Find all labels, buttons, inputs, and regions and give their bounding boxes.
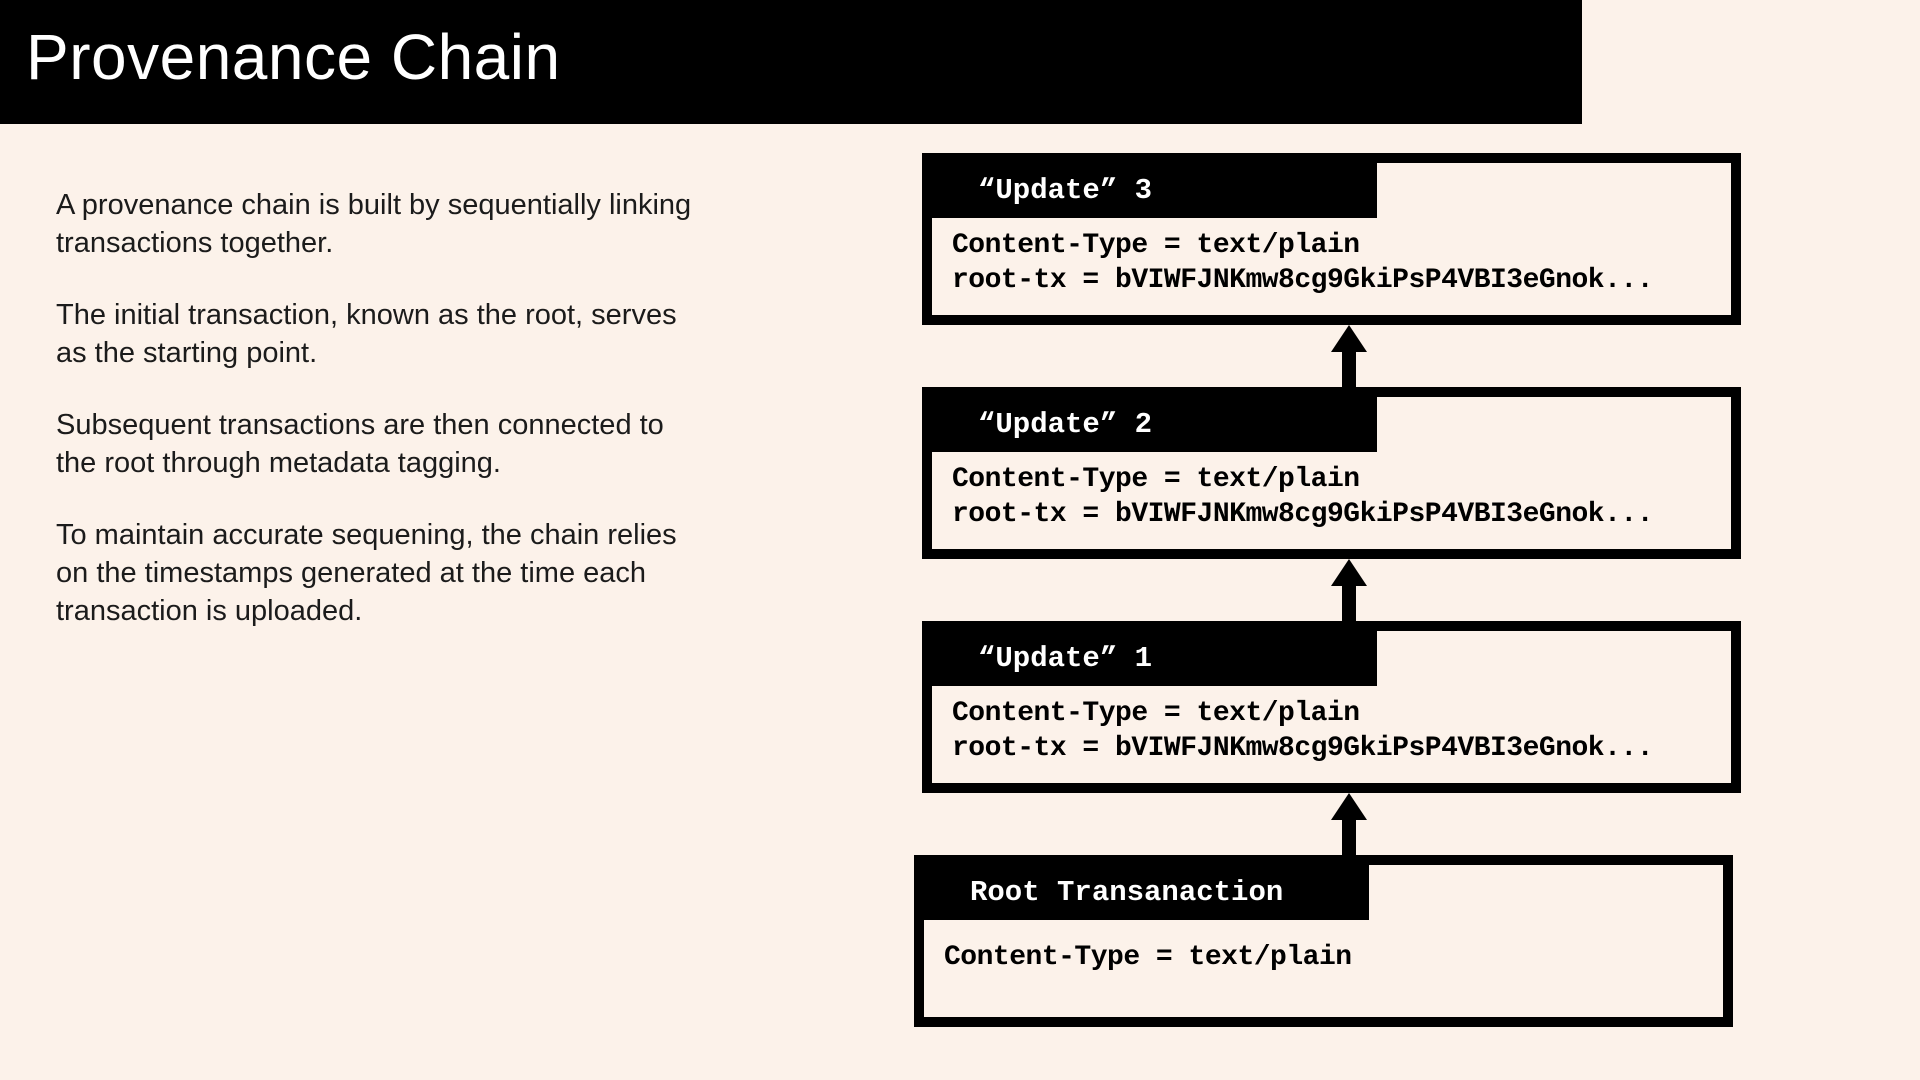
box-root-transaction: Root Transanaction Content-Type = text/p… (914, 855, 1733, 1027)
box-content: Content-Type = text/plain root-tx = bVIW… (952, 698, 1654, 764)
box-header: Root Transanaction (924, 865, 1369, 920)
up-arrow-icon (1331, 793, 1367, 855)
paragraph: A provenance chain is built by sequentia… (56, 189, 692, 259)
box-label: “Update” 1 (978, 642, 1153, 675)
box-label: Root Transanaction (970, 876, 1284, 909)
up-arrow-icon (1331, 325, 1367, 387)
arrow-head (1331, 559, 1367, 586)
page-title: Provenance Chain (26, 21, 561, 93)
box-update-1: “Update” 1 Content-Type = text/plain roo… (922, 621, 1741, 793)
arrow-head (1331, 325, 1367, 352)
box-content: Content-Type = text/plain root-tx = bVIW… (952, 464, 1654, 530)
box-update-3: “Update” 3 Content-Type = text/plain roo… (922, 153, 1741, 325)
box-header: “Update” 2 (932, 397, 1377, 452)
box-update-2: “Update” 2 Content-Type = text/plain roo… (922, 387, 1741, 559)
box-header: “Update” 3 (932, 163, 1377, 218)
arrow-shaft (1342, 352, 1356, 387)
paragraph: To maintain accurate sequening, the chai… (56, 519, 677, 627)
arrow-shaft (1342, 586, 1356, 621)
description-text: A provenance chain is built by sequentia… (56, 186, 796, 664)
paragraph: Subsequent transactions are then connect… (56, 409, 664, 479)
box-content: Content-Type = text/plain (944, 942, 1352, 973)
box-header: “Update” 1 (932, 631, 1377, 686)
up-arrow-icon (1331, 559, 1367, 621)
paragraph: The initial transaction, known as the ro… (56, 299, 677, 369)
box-label: “Update” 2 (978, 408, 1153, 441)
arrow-shaft (1342, 820, 1356, 855)
box-label: “Update” 3 (978, 174, 1153, 207)
title-banner: Provenance Chain (0, 0, 1582, 124)
arrow-head (1331, 793, 1367, 820)
box-content: Content-Type = text/plain root-tx = bVIW… (952, 230, 1654, 296)
